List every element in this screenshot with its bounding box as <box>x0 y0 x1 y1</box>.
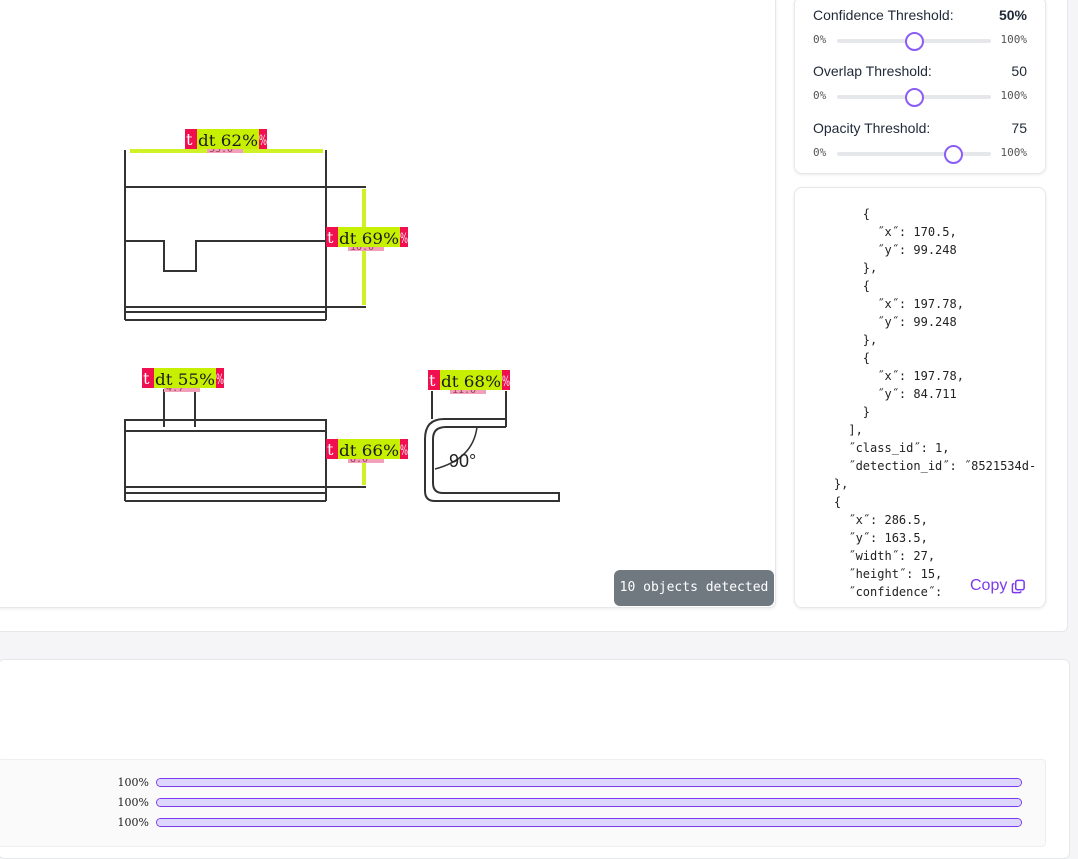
label-tail: % <box>502 374 510 390</box>
confidence-bar <box>156 778 1022 787</box>
threshold-panel: Confidence Threshold: 50% 0% 100% Overla… <box>794 0 1046 174</box>
slider-min-label: 0% <box>813 33 827 46</box>
hidden-value-text: 53.0 <box>209 144 233 155</box>
detection-label-text: dt 66% <box>339 441 399 460</box>
class-letter: t <box>429 371 436 390</box>
hidden-value-text: 11.0 <box>452 385 476 396</box>
detection-label-text: dt 55% <box>155 370 215 389</box>
detection-label: 4.7 t dt 55%% <box>142 368 224 394</box>
class-letter-bg <box>326 227 338 247</box>
opacity-threshold-label: Opacity Threshold: <box>813 120 931 136</box>
confidence-bar-label: 100% <box>117 776 149 789</box>
confidence-bar-fill <box>157 779 1021 786</box>
overlap-threshold-label: Overlap Threshold: <box>813 63 932 79</box>
confidence-slider-thumb[interactable] <box>905 32 924 51</box>
hidden-value-text: 8.0 <box>350 454 368 465</box>
class-letter: t <box>143 369 150 388</box>
label-tail: % <box>216 372 224 388</box>
label-bg <box>338 227 400 247</box>
label-tail-bg <box>400 227 408 247</box>
confidence-bar-label: 100% <box>117 796 149 809</box>
slider-max-label: 100% <box>1000 146 1028 159</box>
confidence-slider[interactable] <box>837 32 991 51</box>
copy-button[interactable]: Copy <box>964 574 1033 598</box>
label-bg <box>197 129 259 149</box>
json-output-text: { ˝x˝: 170.5, ˝y˝: 99.248 }, { ˝x˝: 197.… <box>833 207 1037 599</box>
confidence-bars-panel: 100% 100% 100% <box>0 759 1046 847</box>
slider-min-label: 0% <box>813 146 827 159</box>
slider-max-label: 100% <box>1000 33 1028 46</box>
confidence-bar-fill <box>157 819 1021 826</box>
detection-labels: 53.0 t dt 62%% 10.0 t dt 69%% 4.7 t dt 55%% 11.0 t… <box>142 129 510 465</box>
confidence-threshold-label: Confidence Threshold: <box>813 7 954 23</box>
confidence-bar <box>156 798 1022 807</box>
opacity-slider-thumb[interactable] <box>943 145 963 164</box>
confidence-bar-label: 100% <box>117 816 149 829</box>
detection-label-text: dt 62% <box>198 131 258 150</box>
angle-label: 90° <box>449 451 476 471</box>
copy-icon <box>1012 579 1026 593</box>
label-tail: % <box>259 133 267 149</box>
objects-detected-badge: 10 objects detected <box>614 570 774 606</box>
label-bg <box>338 439 400 459</box>
opacity-slider[interactable] <box>837 145 991 164</box>
slider-max-label: 100% <box>1000 89 1028 102</box>
detection-label: 11.0 t dt 68%% <box>428 370 510 396</box>
detection-label: 53.0 t dt 62%% <box>185 129 267 155</box>
hidden-value-text: 4.7 <box>166 383 184 394</box>
class-letter: t <box>327 440 334 459</box>
class-letter: t <box>327 228 334 247</box>
label-tail: % <box>400 231 408 247</box>
copy-button-label: Copy <box>970 577 1008 594</box>
label-tail-bg <box>259 129 267 149</box>
label-tail: % <box>400 443 408 459</box>
class-letter-bg <box>185 129 197 149</box>
overlap-slider[interactable] <box>837 88 991 107</box>
json-output-panel[interactable]: { ˝x˝: 170.5, ˝y˝: 99.248 }, { ˝x˝: 197.… <box>794 187 1046 608</box>
label-tail-bg <box>400 439 408 459</box>
overlap-threshold-value: 50 <box>1011 63 1027 79</box>
label-bg <box>440 370 502 390</box>
label-tail-bg <box>216 368 224 388</box>
detection-label-text: dt 69% <box>339 229 399 248</box>
detection-label: 8.0 t dt 66%% <box>326 439 408 465</box>
class-letter-bg <box>142 368 154 388</box>
detection-label: 10.0 t dt 69%% <box>326 227 408 253</box>
class-letter: t <box>186 130 193 149</box>
confidence-bar-fill <box>157 799 1021 806</box>
overlap-slider-thumb[interactable] <box>905 88 924 107</box>
confidence-threshold-value: 50% <box>998 7 1027 23</box>
opacity-threshold-value: 75 <box>1011 120 1027 136</box>
detection-label-text: dt 68% <box>441 372 501 391</box>
slider-min-label: 0% <box>813 89 827 102</box>
label-bg <box>154 368 216 388</box>
label-tail-bg <box>502 370 510 390</box>
class-letter-bg <box>428 370 440 390</box>
confidence-bar <box>156 818 1022 827</box>
hidden-value-text: 10.0 <box>350 242 374 253</box>
class-letter-bg <box>326 439 338 459</box>
detection-boxes <box>130 149 366 485</box>
